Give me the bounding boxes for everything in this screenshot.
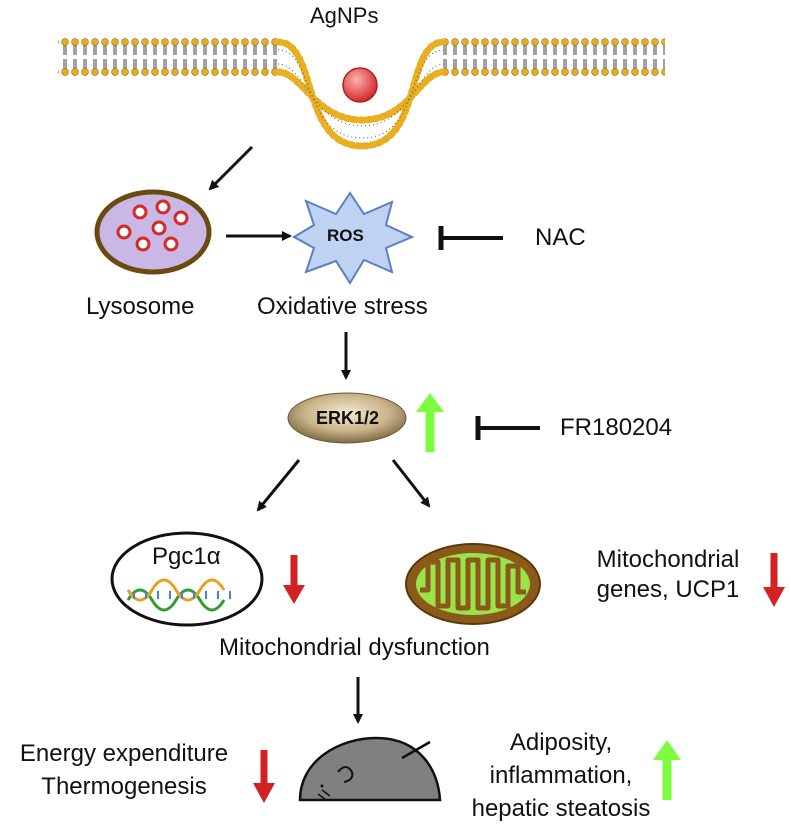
- adiposity-line2: inflammation,: [489, 762, 633, 789]
- adiposity-up-arrow-icon: [653, 740, 681, 800]
- ros-label: ROS: [327, 226, 364, 245]
- adiposity-line3: hepatic steatosis: [471, 795, 651, 822]
- pgc1a-label: Pgc1α: [152, 543, 221, 570]
- energy-label: Energy expenditure Thermogenesis: [0, 737, 248, 803]
- erk-up-arrow-icon: [416, 393, 444, 452]
- energy-down-arrow-icon: [253, 750, 275, 803]
- dna-helix-icon: [126, 578, 231, 612]
- agnp-particle: [342, 67, 378, 103]
- mito-genes-line1: Mitochondrial: [596, 546, 740, 573]
- arrow-erk-to-pgc: [256, 459, 301, 512]
- mito-genes-line2: genes, UCP1: [596, 576, 740, 603]
- ros-burst-icon: [291, 191, 415, 285]
- erk-oval: [287, 392, 407, 444]
- mito-dysfunction-label: Mitochondrial dysfunction: [219, 634, 490, 661]
- fr180204-inhibition-symbol: [475, 416, 540, 440]
- energy-line1: Energy expenditure: [19, 740, 229, 767]
- agnps-label: AgNPs: [310, 3, 379, 28]
- mitochondrion-icon: [405, 543, 541, 625]
- pgc-down-arrow-icon: [283, 555, 305, 604]
- lysosome-label: Lysosome: [86, 293, 195, 320]
- oxidative-stress-label: Oxidative stress: [257, 293, 428, 320]
- adiposity-line1: Adiposity,: [509, 729, 613, 756]
- erk-label: ERK1/2: [316, 408, 380, 428]
- energy-line2: Thermogenesis: [41, 773, 207, 800]
- nac-label: NAC: [535, 224, 586, 251]
- lysosome-icon: [94, 189, 212, 275]
- mito-genes-label: Mitochondrial genes, UCP1: [574, 545, 762, 605]
- nac-inhibition-symbol: [438, 226, 503, 250]
- cell-membrane: [58, 38, 665, 150]
- adiposity-label: Adiposity, inflammation, hepatic steatos…: [466, 726, 656, 825]
- arrow-erk-to-mito: [391, 459, 431, 508]
- fr180204-label: FR180204: [560, 414, 673, 441]
- mouse-icon: [298, 736, 442, 802]
- arrow-membrane-to-lysosome: [208, 145, 254, 191]
- mito-genes-down-arrow-icon: [763, 553, 785, 607]
